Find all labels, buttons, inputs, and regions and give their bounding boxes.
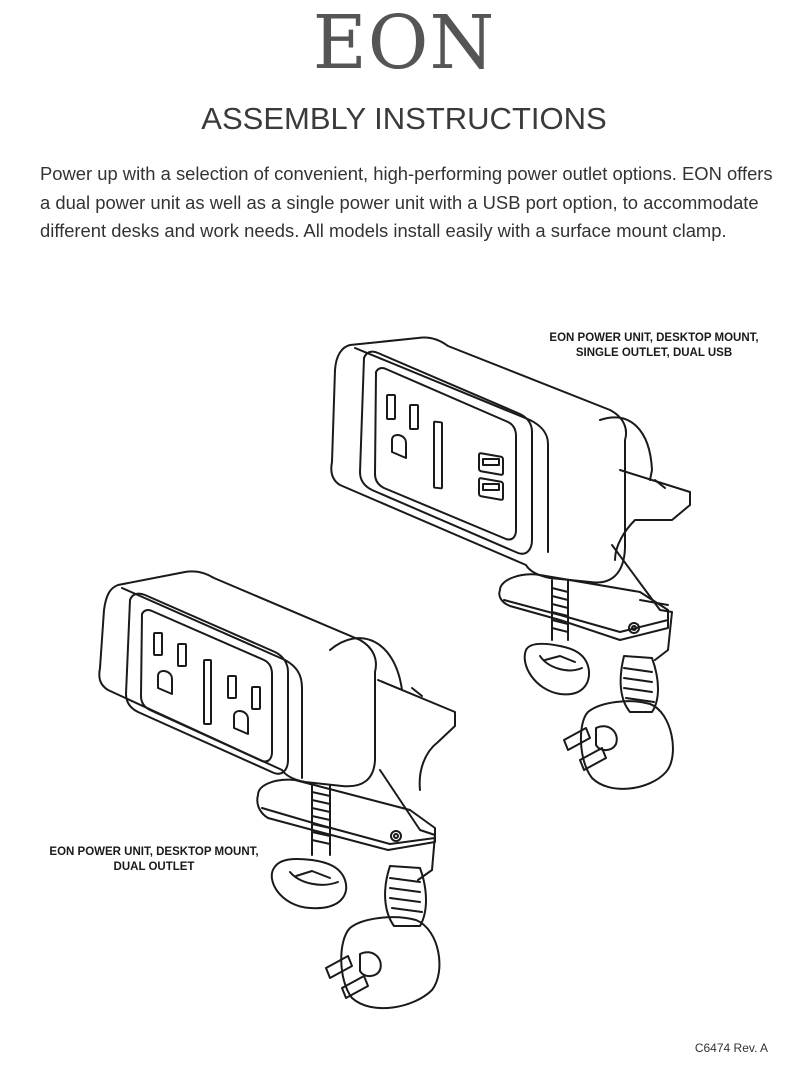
caption-line: EON POWER UNIT, DESKTOP MOUNT, (49, 846, 259, 858)
intro-line: Power up with a selection of convenient,… (40, 163, 773, 184)
clamp-bracket (499, 417, 690, 694)
dual-unit-caption: EON POWER UNIT, DESKTOP MOUNT, DUAL OUTL… (38, 845, 270, 875)
intro-paragraph: Power up with a selection of convenient,… (40, 160, 773, 246)
dual-outlet-unit (99, 571, 455, 1008)
clamp-bracket (257, 638, 455, 908)
caption-line: DUAL OUTLET (113, 861, 195, 873)
brand-logo: EON (312, 0, 496, 86)
caption-line: EON POWER UNIT, DESKTOP MOUNT, (549, 332, 759, 344)
single-outlet-usb-unit (331, 337, 690, 788)
intro-line: a dual power unit as well as a single po… (40, 191, 759, 213)
intro-line: different desks and work needs. All mode… (40, 220, 727, 241)
outlet-housing (99, 571, 376, 786)
power-plug (326, 866, 439, 1008)
caption-line: SINGLE OUTLET, DUAL USB (575, 347, 733, 359)
single-unit-caption: EON POWER UNIT, DESKTOP MOUNT, SINGLE OU… (538, 331, 770, 361)
page-title: ASSEMBLY INSTRUCTIONS (201, 101, 607, 136)
outlet-housing (331, 337, 626, 582)
document-number: C6474 Rev. A (694, 1041, 768, 1055)
power-plug (564, 656, 673, 789)
